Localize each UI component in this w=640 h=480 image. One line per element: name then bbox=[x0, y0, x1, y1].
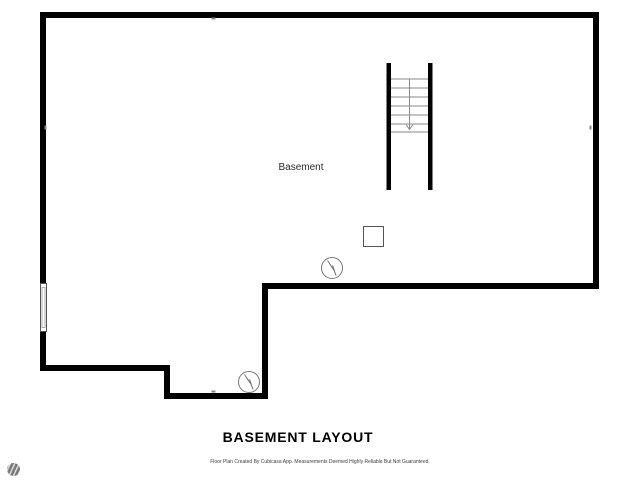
appliance-zigzag-icon bbox=[321, 257, 343, 279]
appliance-zigzag-icon bbox=[238, 371, 260, 393]
stair-left-rail bbox=[386, 63, 391, 190]
wall-outline bbox=[40, 12, 599, 399]
wall-tick-marks bbox=[44, 17, 592, 393]
utility-box bbox=[363, 226, 384, 247]
plan-title: BASEMENT LAYOUT bbox=[222, 429, 374, 445]
stair-right-rail bbox=[428, 63, 433, 190]
tick-bottom-wall bbox=[211, 390, 216, 393]
tick-left-wall bbox=[44, 125, 47, 130]
staircase bbox=[386, 63, 433, 190]
tick-top-wall bbox=[211, 17, 216, 20]
window-left-wall bbox=[39, 283, 48, 332]
cubicasa-logo-icon bbox=[7, 463, 20, 476]
disclaimer-text: Floor Plan Created By Cubicasa App. Meas… bbox=[210, 459, 430, 465]
tick-right-wall bbox=[589, 125, 592, 130]
room-label: Basement bbox=[278, 162, 324, 173]
stair-down-arrow-icon bbox=[405, 79, 414, 131]
